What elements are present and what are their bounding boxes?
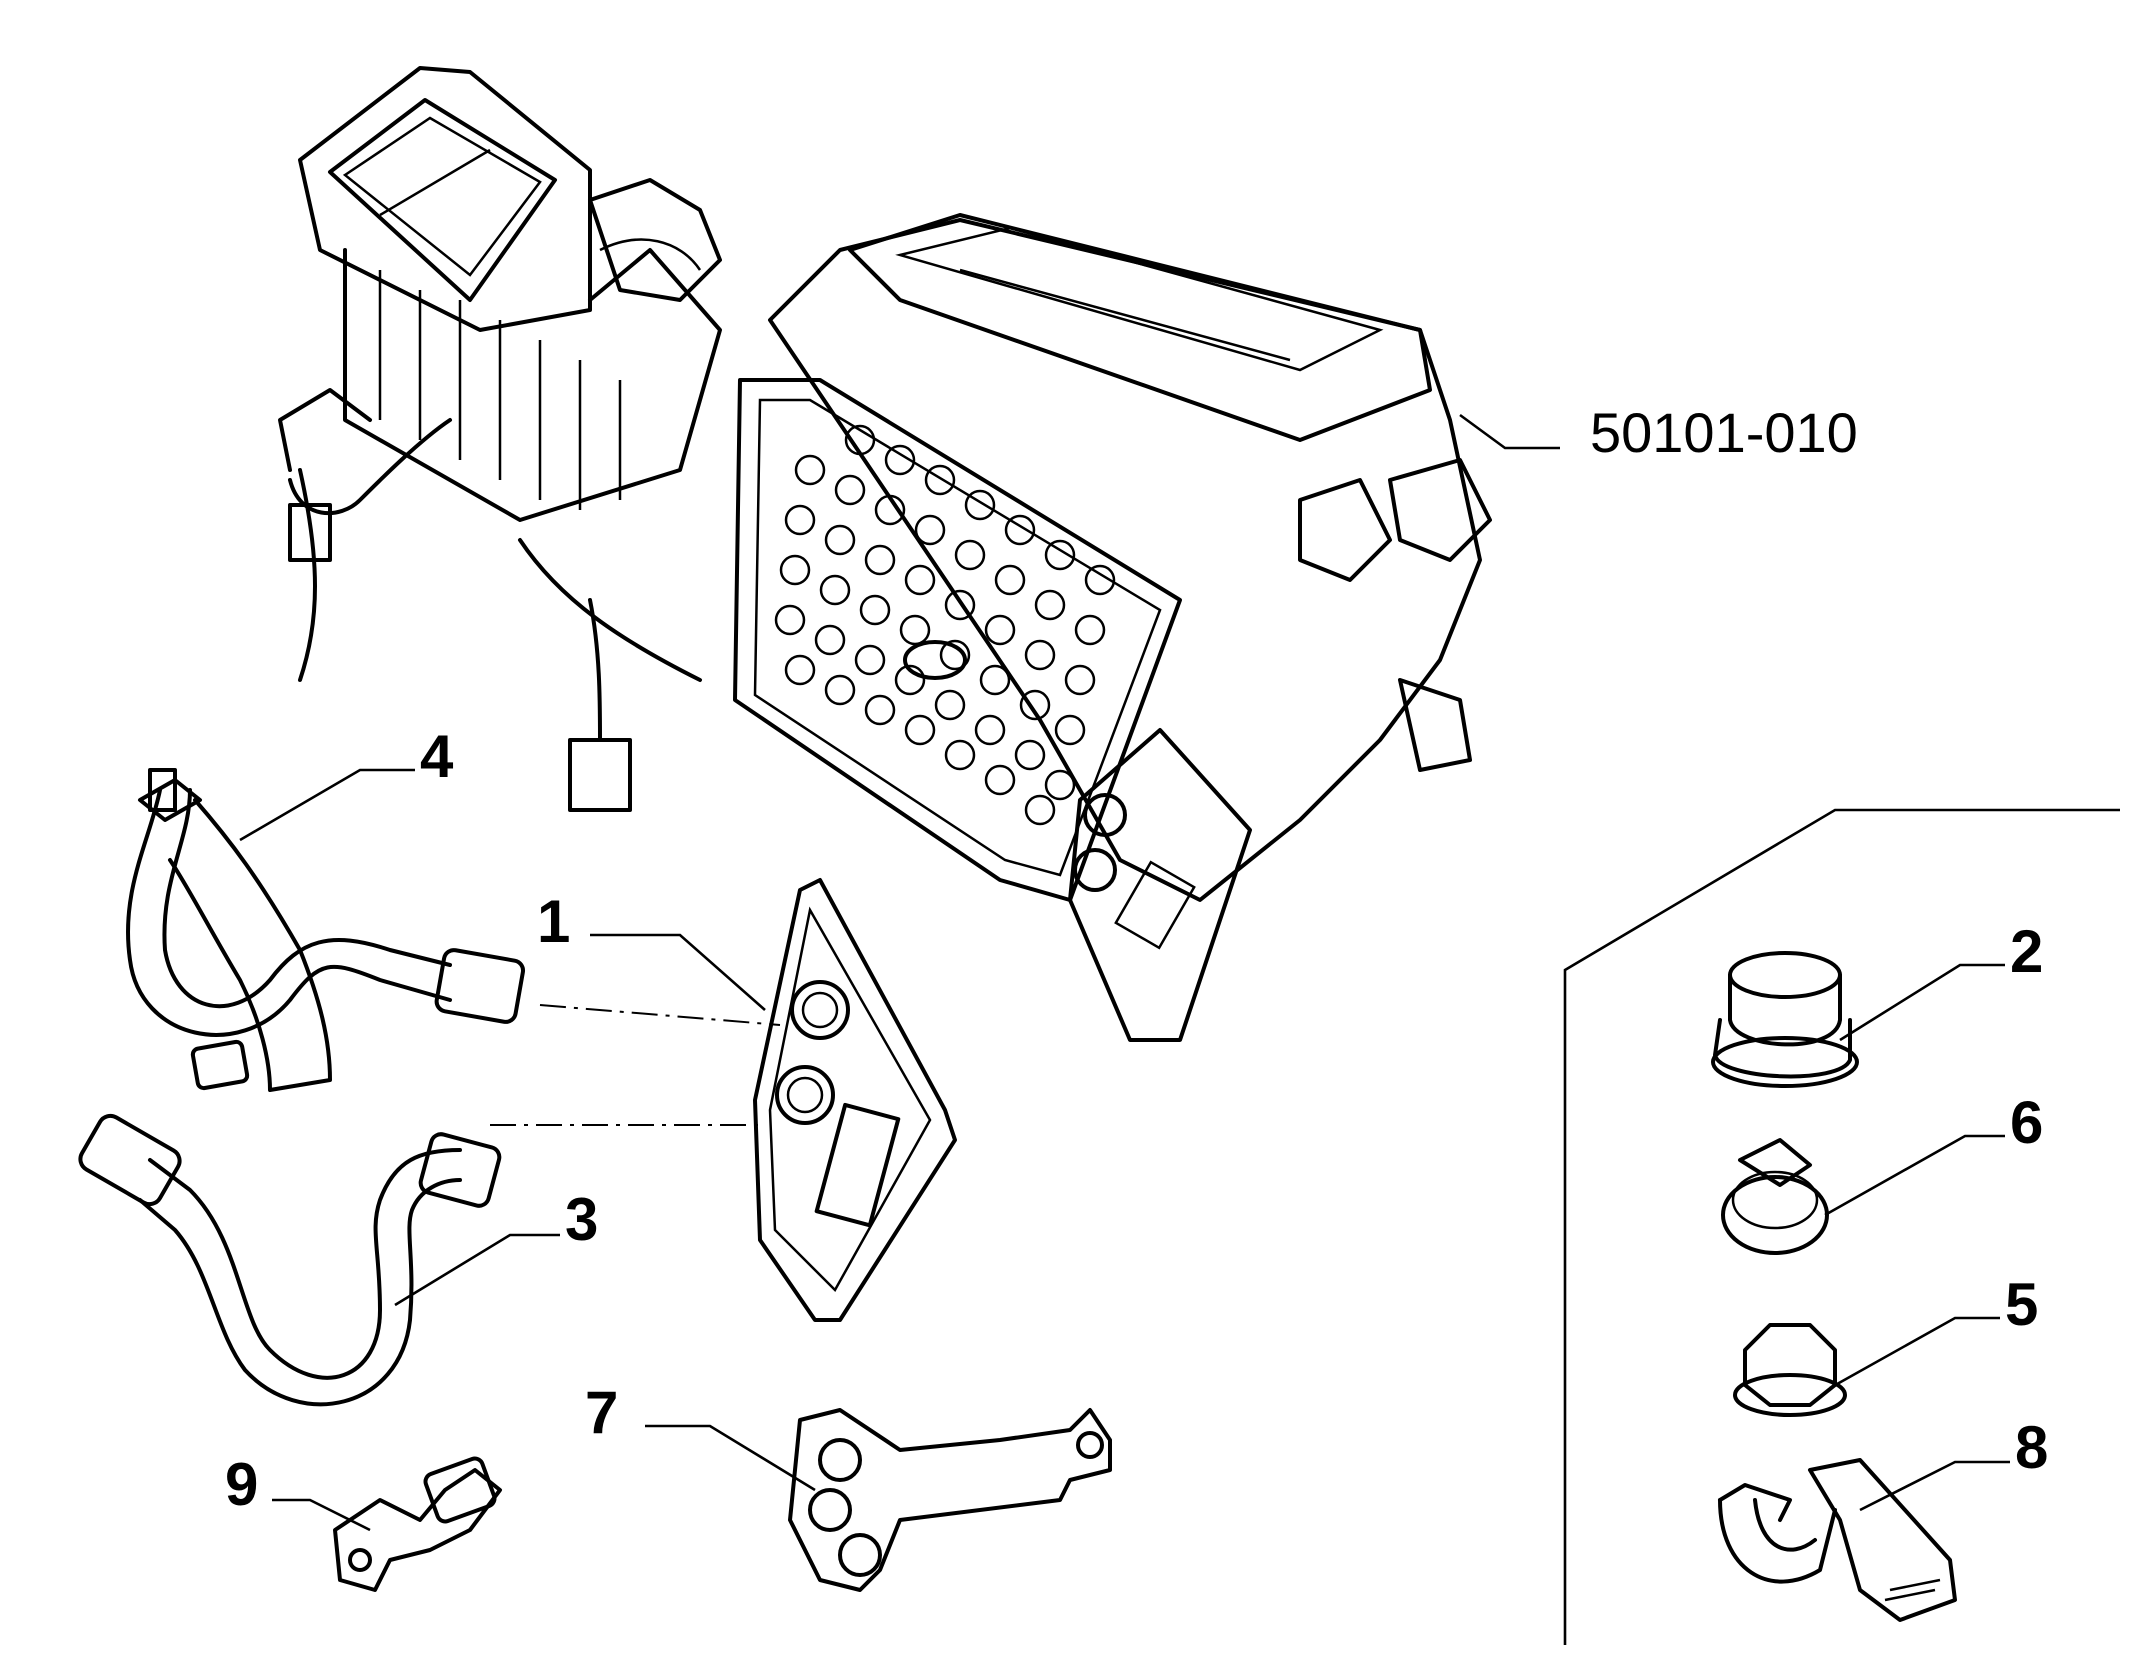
leader-5	[1829, 1316, 2000, 1390]
callout-8: 8	[2015, 1414, 2048, 1481]
leader-8	[1859, 1460, 2010, 1512]
callout-9: 9	[225, 1451, 258, 1518]
leader-2	[1839, 963, 2005, 1042]
callout-5: 5	[2005, 1271, 2038, 1338]
detail-panel-border	[1563, 808, 2120, 1645]
clip-part-9	[333, 1456, 502, 1592]
hex-grille	[774, 424, 1116, 826]
gasket-part-1	[753, 878, 957, 1322]
callout-4: 4	[420, 723, 454, 790]
callout-1: 1	[537, 888, 570, 955]
band-clip-part-6	[1721, 1138, 1829, 1255]
callout-7: 7	[585, 1379, 618, 1446]
hose-part-4	[125, 768, 526, 1092]
hose-part-3	[78, 1113, 502, 1407]
leader-1	[590, 933, 766, 1011]
assembly-ref-label: 50101-010	[1590, 401, 1858, 464]
holder-part-8	[1718, 1458, 1957, 1622]
hvac-assembly	[278, 66, 1492, 1042]
callout-6: 6	[2010, 1089, 2043, 1156]
bracket-part-7	[788, 1408, 1112, 1592]
callout-3: 3	[565, 1186, 598, 1253]
assembly-line-hose4	[539, 1004, 781, 1026]
callout-2: 2	[2010, 918, 2043, 985]
leader-9	[272, 1498, 371, 1532]
leader-4	[239, 768, 415, 842]
leader-assembly	[1459, 413, 1560, 450]
leader-7	[645, 1424, 816, 1492]
sleeve-part-2	[1711, 951, 1859, 1088]
leader-6	[1824, 1134, 2005, 1217]
leader-3	[394, 1233, 560, 1307]
nut-part-5	[1733, 1323, 1847, 1417]
